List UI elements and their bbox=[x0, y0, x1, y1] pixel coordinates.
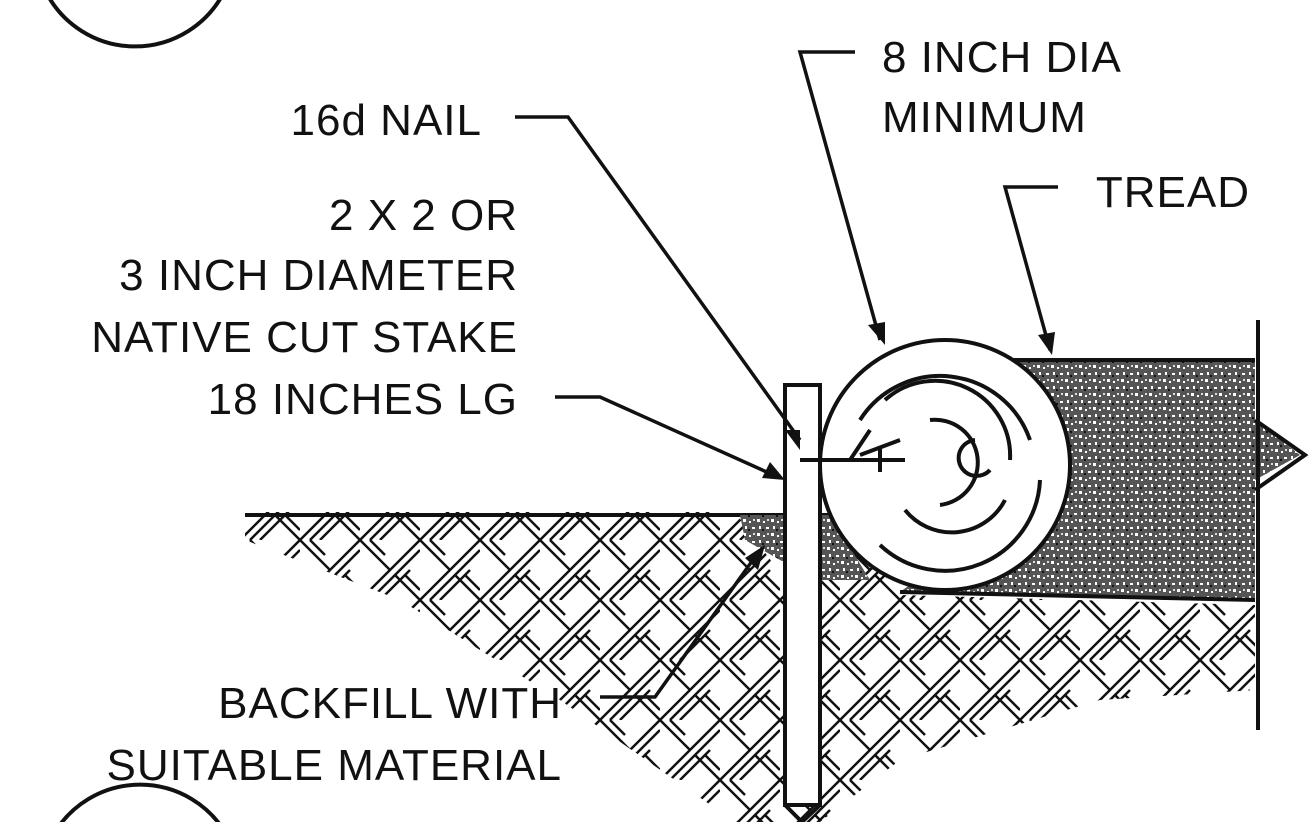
nail bbox=[800, 448, 905, 472]
label-log-dia-2: MINIMUM bbox=[882, 93, 1087, 142]
label-stake-3: NATIVE CUT STAKE bbox=[91, 313, 518, 362]
label-nail: 16d NAIL bbox=[291, 96, 482, 145]
label-stake-2: 3 INCH DIAMETER bbox=[119, 251, 518, 300]
callout-circle-top bbox=[48, 0, 222, 49]
earth-hatch bbox=[245, 512, 1255, 822]
label-backfill-1: BACKFILL WITH bbox=[218, 679, 562, 728]
callout-circle-bottom bbox=[59, 782, 221, 822]
stake bbox=[783, 383, 822, 822]
annotation-labels: 16d NAIL 8 INCH DIA MINIMUM TREAD 2 X 2 … bbox=[91, 33, 1250, 790]
label-backfill-2: SUITABLE MATERIAL bbox=[107, 741, 562, 790]
label-log-dia-1: 8 INCH DIA bbox=[882, 33, 1122, 82]
label-stake-4: 18 INCHES LG bbox=[208, 375, 518, 424]
label-stake-1: 2 X 2 OR bbox=[329, 191, 518, 240]
leader-lines bbox=[515, 50, 1058, 699]
log-cross-section bbox=[818, 338, 1072, 592]
label-tread: TREAD bbox=[1096, 168, 1250, 217]
